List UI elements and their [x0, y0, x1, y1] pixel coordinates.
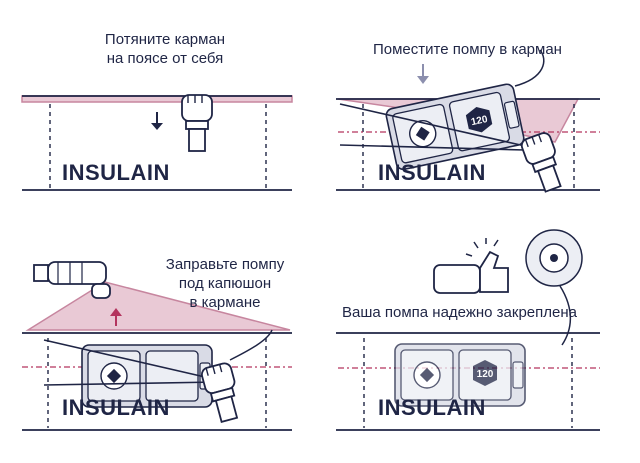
- down-arrow-icon: [151, 112, 163, 130]
- panel-4: 120: [336, 229, 600, 431]
- caption-line: Заправьте помпу: [165, 256, 285, 273]
- panel-2: 120: [336, 49, 600, 195]
- caption-line: на поясе от себя: [106, 50, 224, 67]
- step-3-caption: Заправьте помпу под капюшон в кармане: [150, 255, 300, 312]
- step-4-caption: Ваша помпа надежно закреплена: [342, 304, 577, 321]
- brand-label: INSULAIN: [62, 395, 170, 420]
- hand-icon: [33, 261, 111, 299]
- tubing: [559, 285, 572, 346]
- pump-badge: 120: [477, 369, 494, 380]
- brand-label: INSULAIN: [62, 160, 170, 185]
- step-2-caption: Поместите помпу в карман: [373, 41, 562, 58]
- pump-icon: 120: [384, 82, 526, 172]
- caption-line: под капюшон: [178, 275, 272, 292]
- pump-badge: 120: [470, 114, 489, 128]
- step-1-caption: Потяните карман на поясе от себя: [85, 30, 245, 68]
- panel-1: [21, 94, 293, 191]
- down-arrow-icon: [417, 64, 429, 84]
- hand-icon: [181, 94, 213, 152]
- tubing: [514, 49, 545, 87]
- caption-line: в кармане: [189, 294, 261, 311]
- up-arrow-icon: [110, 308, 122, 326]
- caption-line: Потяните карман: [104, 31, 226, 48]
- pump-icon: 120: [394, 343, 526, 407]
- brand-label: INSULAIN: [378, 160, 486, 185]
- thumbs-up-icon: [433, 238, 509, 294]
- infusion-set-icon: [525, 229, 583, 287]
- brand-label: INSULAIN: [378, 395, 486, 420]
- panel-3: [22, 261, 292, 431]
- hand-icon: [518, 130, 569, 195]
